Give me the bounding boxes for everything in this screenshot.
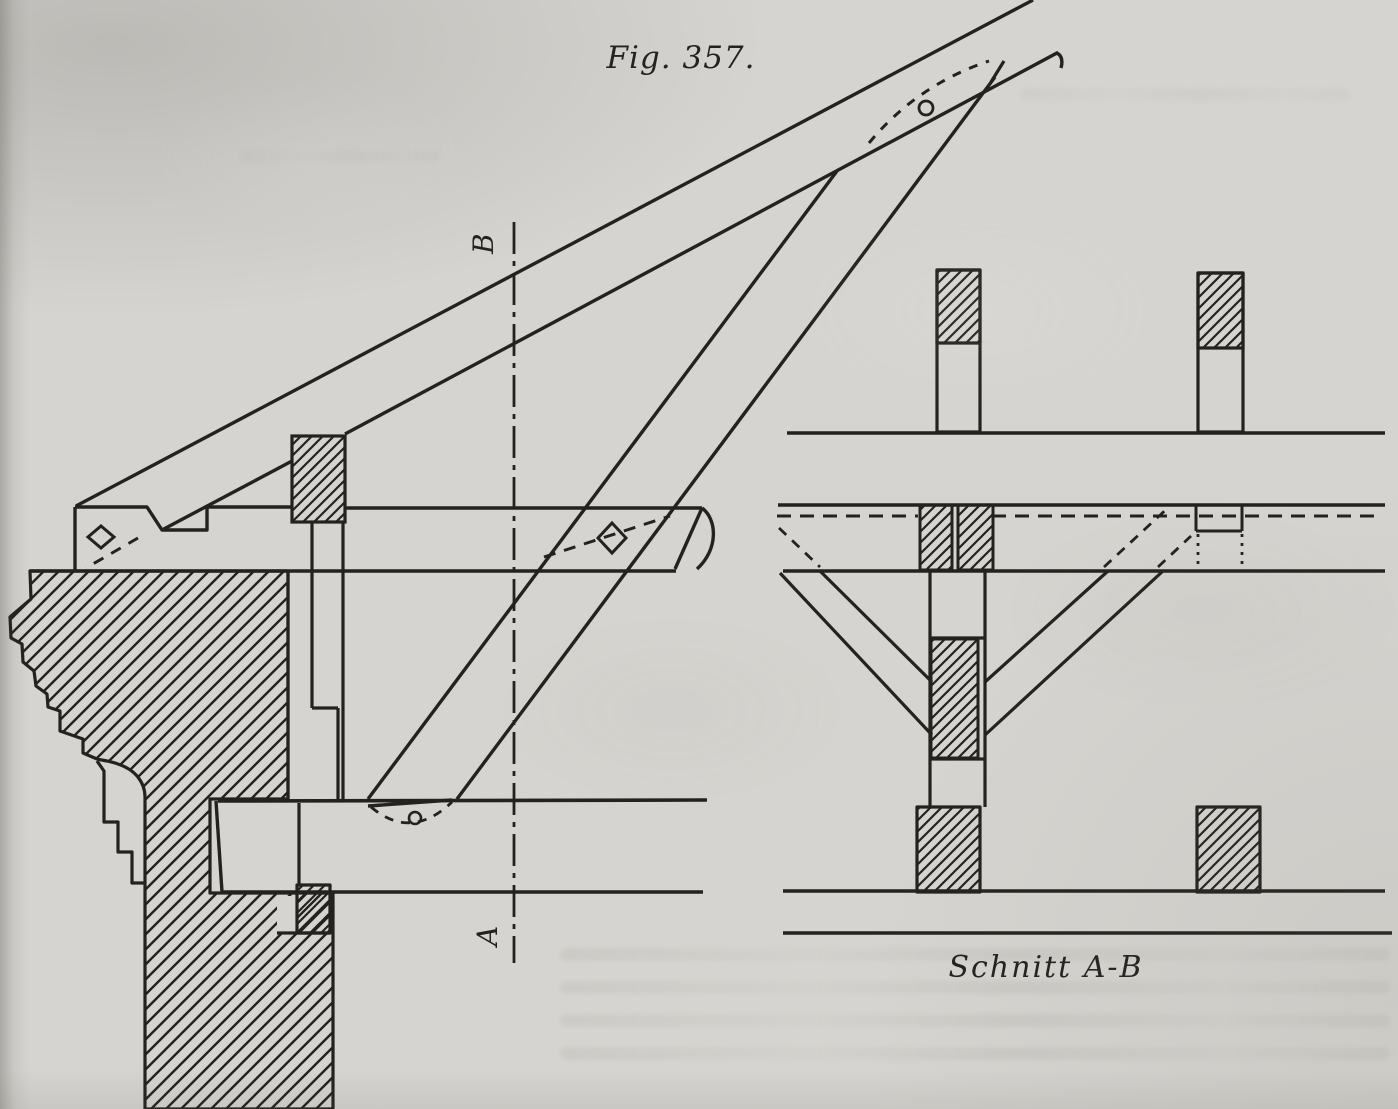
cross-member-section [290,434,347,524]
rafter [75,0,1064,532]
section-line-AB: B A [467,222,516,963]
section-caption: Schnitt A-B [948,950,1143,985]
bolt-head-diamond [85,524,117,550]
cross-member-and-post [286,434,347,800]
diagonal-brace [366,75,997,826]
anchor-bolt-left [85,524,139,570]
beam-section-b [956,503,995,572]
wall-hatched-mass [8,569,335,1109]
struts-front [778,569,1165,737]
wall-notch [277,896,297,932]
hanger-post-front [928,571,987,807]
rafter-head-joint [867,59,1006,144]
beam-section-a [918,503,954,572]
section-view [777,268,1392,935]
lower-beam-section-center [915,805,982,894]
brace-foot-bolt [407,810,423,826]
rafter-bottom-edge-left [161,459,293,532]
section-marker-bottom: A [471,926,504,949]
mortise-right [1194,505,1244,568]
rafter-section-right [1196,271,1245,434]
rafter-bottom-edge-right [344,51,1064,436]
masonry-wall-cornice [8,569,335,1109]
section-marker-top: B [467,233,500,255]
joint-bolt [917,99,935,117]
rafter-top-edge [75,0,1034,508]
wall-plate-beam [30,505,716,893]
figure-title: Fig. 357. [606,40,756,76]
lower-beam-section-right [1195,805,1262,894]
cornice-corbel-steps [95,760,145,885]
bolt-head-diamond [595,520,629,556]
struts-hidden [778,503,1192,569]
post-foot [312,706,340,800]
rafter-section-left [935,268,982,434]
ceiling-beam [217,798,708,894]
joint-tick [989,60,1006,83]
beam-end-curve [695,506,716,571]
beam-end-bevel [673,507,704,570]
anchor-bolt-right [543,514,671,559]
ceiling-beam-end-face [214,800,224,893]
bolt-hidden-shaft [543,514,671,559]
bolt-hidden-shaft [85,536,139,570]
joint-hidden-strap [867,59,990,144]
